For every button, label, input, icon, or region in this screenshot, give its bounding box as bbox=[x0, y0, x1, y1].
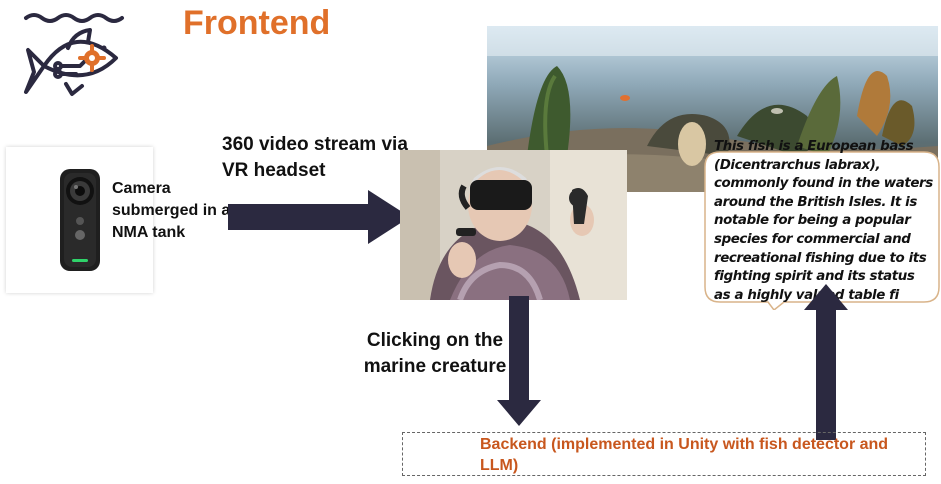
arrow-right-icon bbox=[228, 190, 410, 244]
360-camera-icon bbox=[60, 169, 100, 271]
backend-box bbox=[402, 432, 926, 476]
fish-info-text: This fish is a European bass (Dicentrarc… bbox=[714, 139, 933, 303]
click-action-label: Clicking on the marine creature bbox=[363, 330, 507, 377]
page-title: Frontend bbox=[183, 4, 331, 42]
fish-circuit-icon bbox=[24, 13, 124, 96]
stream-label: 360 video stream via VR headset bbox=[222, 134, 408, 181]
speech-bubble-shape bbox=[704, 151, 940, 310]
camera-label: Camera submerged in an NMA tank bbox=[112, 180, 241, 241]
arrow-up-icon bbox=[804, 284, 848, 440]
camera-card bbox=[6, 147, 153, 293]
vr-headset-user-photo bbox=[400, 150, 627, 300]
backend-label: Backend (implemented in Unity with fish … bbox=[480, 436, 889, 474]
arrow-down-icon bbox=[497, 296, 541, 426]
